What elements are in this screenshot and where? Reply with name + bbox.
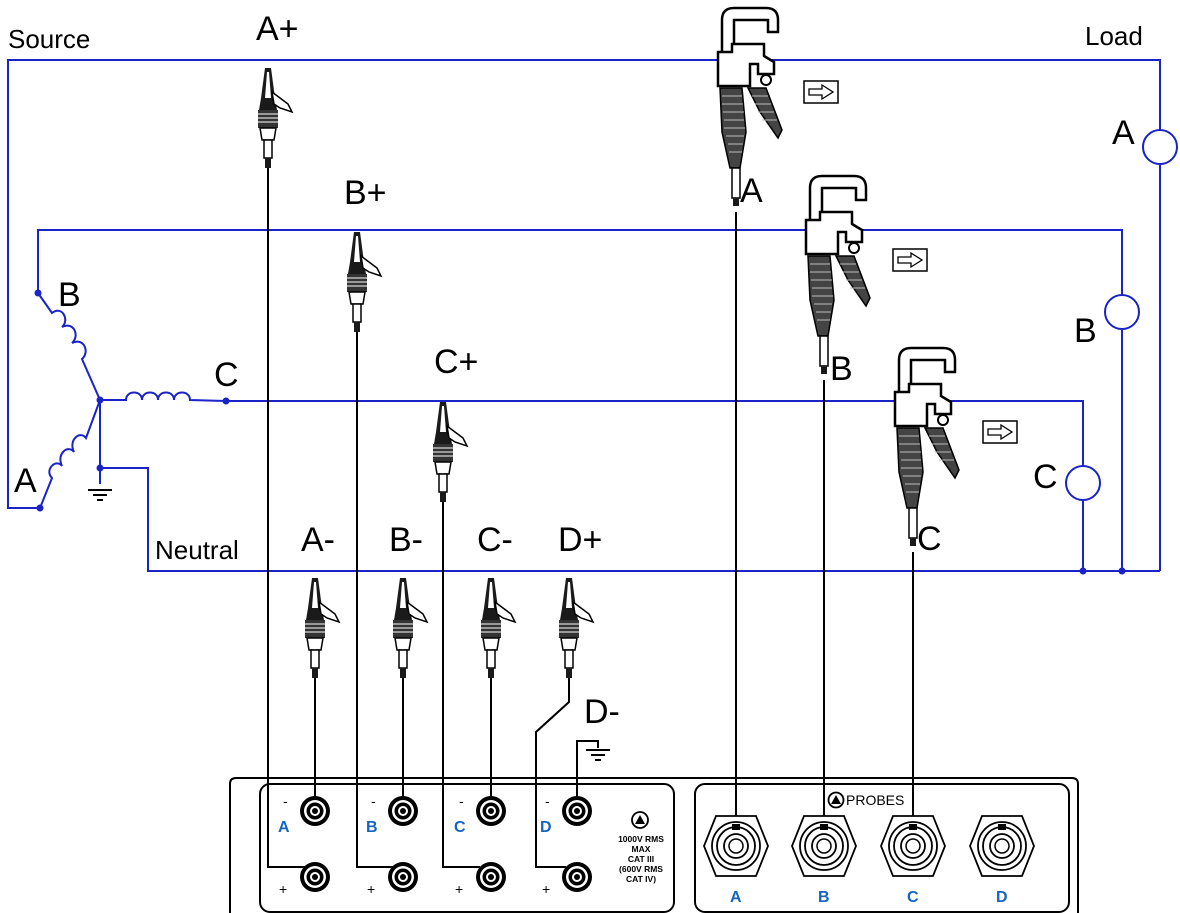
bnc-input-d[interactable] [969,815,1035,877]
voltage-channel-a-label: A [278,819,290,836]
bnc-input-c[interactable] [880,815,946,877]
jack-d-plus[interactable] [562,862,592,892]
clip-c-minus [480,577,516,679]
clip-c-minus-label: C- [477,521,513,559]
phase-c-wire [226,400,1084,466]
current-clamp-c [893,346,961,548]
rating-line-2: MAX [632,844,651,854]
clip-a-minus [304,577,340,679]
load-label: Load [1085,21,1143,51]
load-a-circle [1142,129,1178,165]
coil-a [39,399,101,509]
coil-c [100,391,227,402]
voltage-channel-c-label: C [454,819,466,836]
plus-sign: + [455,881,463,897]
warning-icon [631,811,649,829]
plus-sign: + [542,881,550,897]
jack-c-plus[interactable] [476,862,506,892]
phase-b-wire [37,229,1123,295]
load-c-label: C [1033,458,1058,496]
load-b-label: B [1074,312,1097,350]
clamp-c-label: C [917,520,942,558]
instrument [229,777,1079,913]
minus-sign: - [459,793,464,809]
coil-b [37,292,101,401]
bnc-input-b[interactable] [791,815,857,877]
plus-sign: + [367,881,375,897]
load-c-circle [1065,465,1101,501]
clip-b-minus [392,577,428,679]
arrow-right-icon [803,80,839,104]
phase-a-wire [7,59,1161,509]
arrow-right-icon [982,420,1018,444]
jack-c-minus[interactable] [476,796,506,826]
clamp-b-label: B [830,350,853,388]
gen-phase-b-label: B [58,276,81,314]
arrow-right-icon [892,248,928,272]
wiring [7,59,1178,575]
clip-a-plus-label: A+ [256,10,299,48]
ground-icon [87,489,113,501]
probe-channel-b-label: B [818,889,830,906]
bnc-input-a[interactable] [703,815,769,877]
minus-sign: - [545,793,550,809]
neutral-wire [100,467,1160,572]
load-a-label: A [1112,114,1135,152]
clip-a-minus-label: A- [301,521,335,559]
clip-b-plus-label: B+ [344,174,387,212]
probe-channel-d-label: D [996,889,1008,906]
probe-channel-c-label: C [907,889,919,906]
minus-sign: - [283,793,288,809]
rating-line-1: 1000V RMS [618,834,664,844]
clip-c-plus [432,401,468,503]
gen-phase-c-label: C [214,356,239,394]
clip-d-minus-label: D- [584,693,620,731]
clamp-a-label: A [740,172,763,210]
neutral-label: Neutral [155,535,239,565]
jack-b-minus[interactable] [388,796,418,826]
load-b-circle [1104,294,1140,330]
rating-line-5: CAT IV) [626,874,656,884]
source-label: Source [8,24,90,54]
clip-c-plus-label: C+ [434,343,478,381]
leads [267,168,914,868]
voltage-input-panel [259,783,675,913]
warning-icon [827,791,845,809]
jack-d-minus[interactable] [562,796,592,826]
minus-sign: - [371,793,376,809]
jack-a-plus[interactable] [300,862,330,892]
gen-phase-a-label: A [14,462,37,500]
jack-a-minus[interactable] [300,796,330,826]
clip-b-minus-label: B- [389,521,423,559]
ground-icon [585,749,611,761]
voltage-channel-d-label: D [540,819,552,836]
jack-b-plus[interactable] [388,862,418,892]
clip-b-plus [346,231,382,333]
clip-d-plus [558,577,594,679]
current-clamp-b [804,174,872,376]
probes-title: PROBES [846,792,904,808]
probe-input-panel [694,783,1070,913]
probe-channel-a-label: A [730,889,742,906]
rating-line-4: (600V RMS [619,864,663,874]
voltage-channel-b-label: B [366,819,378,836]
clip-a-plus [257,67,293,169]
rating-line-3: CAT III [628,854,654,864]
plus-sign: + [279,881,287,897]
clip-d-plus-label: D+ [558,521,602,559]
